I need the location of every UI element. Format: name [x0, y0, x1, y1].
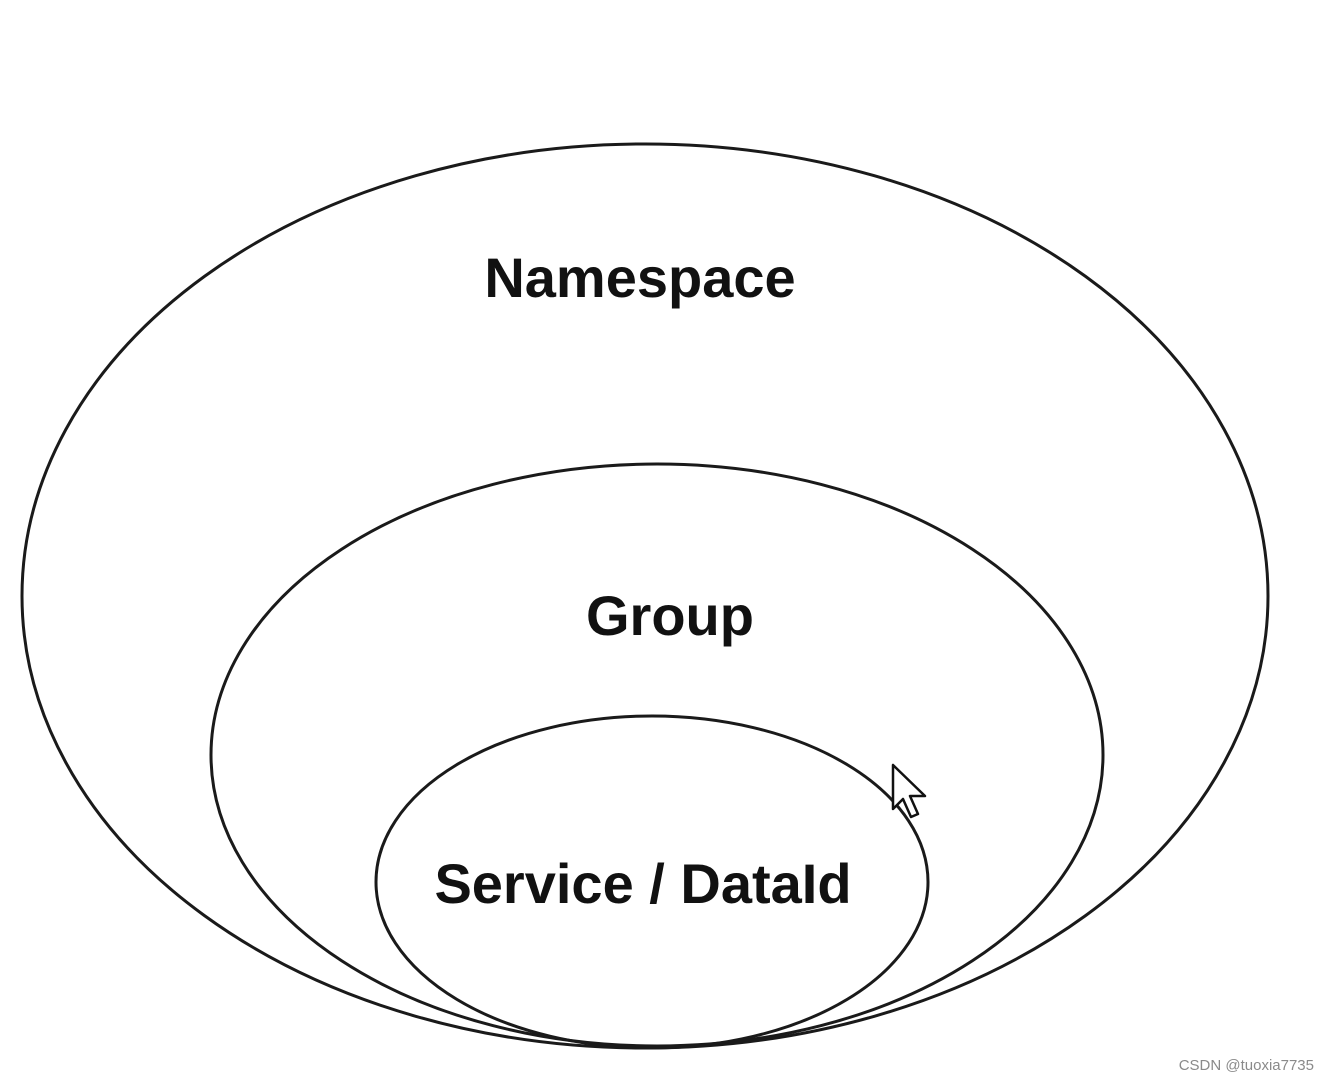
mouse-pointer-icon	[891, 763, 927, 819]
service-ellipse-group: Service / DataId	[374, 714, 930, 1050]
service-dataid-ellipse	[374, 714, 930, 1050]
group-label: Group	[586, 584, 754, 647]
watermark-text: CSDN @tuoxia7735	[1178, 1057, 1314, 1074]
namespace-label: Namespace	[484, 246, 795, 309]
group-ellipse	[209, 462, 1105, 1048]
group-ellipse-group: Group	[209, 462, 1105, 1048]
service-dataid-label: Service / DataId	[434, 852, 851, 915]
